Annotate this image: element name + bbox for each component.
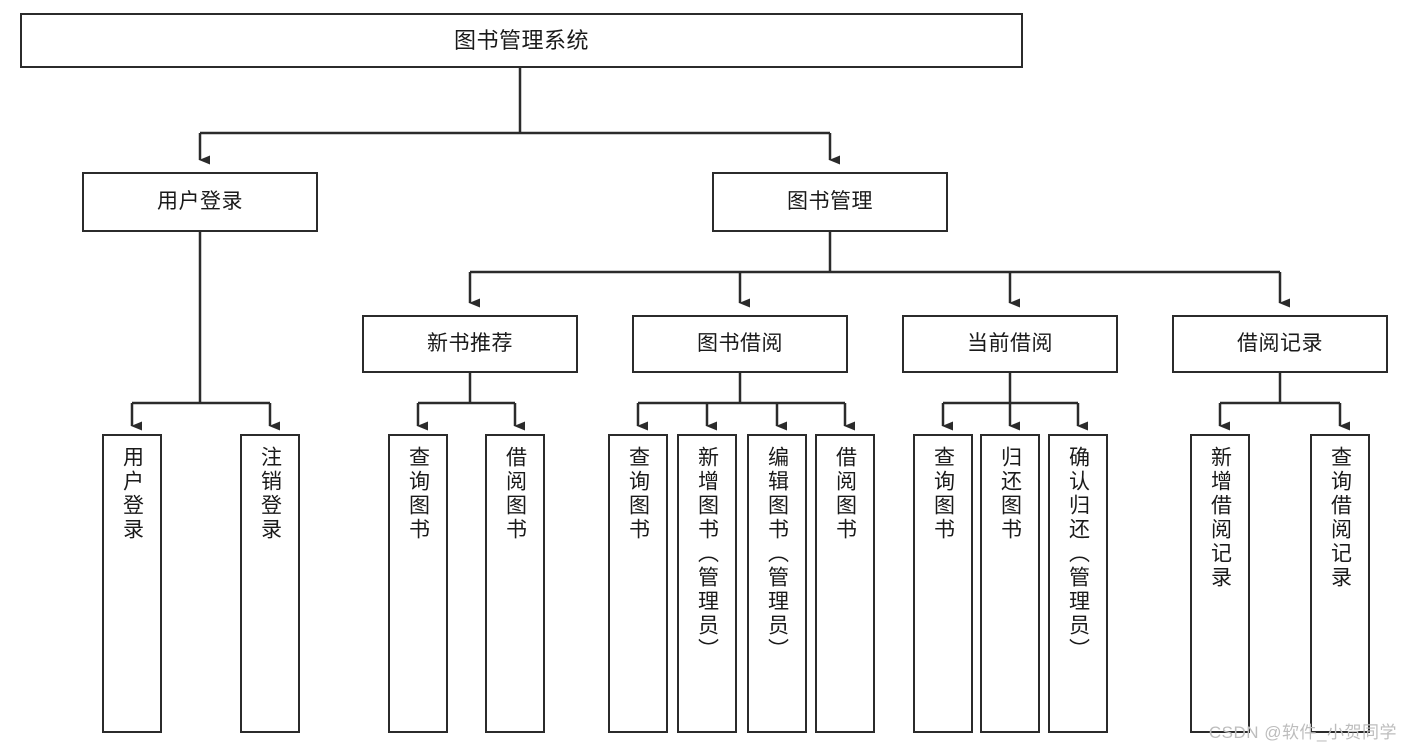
- node-label: 当前借阅: [967, 331, 1053, 355]
- csdn-watermark: CSDN @软件_小贺同学: [1208, 723, 1397, 742]
- node-leaf-edit-book[interactable]: 编辑图书（管理员）: [747, 434, 807, 733]
- node-label: 借阅记录: [1237, 331, 1323, 355]
- node-label: 确认归还（管理员）: [1066, 446, 1090, 662]
- node-label: 注销登录: [258, 446, 282, 542]
- node-leaf-query-book-1[interactable]: 查询图书: [388, 434, 448, 733]
- node-book-management[interactable]: 图书管理: [712, 172, 948, 232]
- node-leaf-query-record[interactable]: 查询借阅记录: [1310, 434, 1370, 733]
- node-user-login[interactable]: 用户登录: [82, 172, 318, 232]
- node-new-book-recommend[interactable]: 新书推荐: [362, 315, 578, 373]
- node-label: 查询图书: [406, 446, 430, 542]
- node-label: 借阅图书: [833, 446, 857, 542]
- node-label: 新增借阅记录: [1208, 446, 1232, 590]
- node-label: 查询图书: [931, 446, 955, 542]
- node-leaf-borrow-book-1[interactable]: 借阅图书: [485, 434, 545, 733]
- node-leaf-confirm-return[interactable]: 确认归还（管理员）: [1048, 434, 1108, 733]
- node-label: 图书借阅: [697, 331, 783, 355]
- node-label: 借阅图书: [503, 446, 527, 542]
- node-leaf-user-login[interactable]: 用户登录: [102, 434, 162, 733]
- node-leaf-logout-login[interactable]: 注销登录: [240, 434, 300, 733]
- node-label: 编辑图书（管理员）: [765, 446, 789, 662]
- node-leaf-query-book-2[interactable]: 查询图书: [608, 434, 668, 733]
- node-label: 新增图书（管理员）: [695, 446, 719, 662]
- node-book-borrow[interactable]: 图书借阅: [632, 315, 848, 373]
- node-label: 新书推荐: [427, 331, 513, 355]
- node-leaf-add-record[interactable]: 新增借阅记录: [1190, 434, 1250, 733]
- node-root-book-management-system[interactable]: 图书管理系统: [20, 13, 1023, 68]
- node-label: 查询图书: [626, 446, 650, 542]
- node-leaf-return-book[interactable]: 归还图书: [980, 434, 1040, 733]
- node-label: 图书管理系统: [453, 27, 589, 53]
- node-label: 归还图书: [998, 446, 1022, 542]
- node-leaf-query-book-3[interactable]: 查询图书: [913, 434, 973, 733]
- node-label: 查询借阅记录: [1328, 446, 1352, 590]
- node-leaf-add-book[interactable]: 新增图书（管理员）: [677, 434, 737, 733]
- node-label: 用户登录: [120, 446, 144, 542]
- node-leaf-borrow-book-2[interactable]: 借阅图书: [815, 434, 875, 733]
- node-label: 用户登录: [157, 189, 243, 213]
- node-borrow-record[interactable]: 借阅记录: [1172, 315, 1388, 373]
- node-label: 图书管理: [787, 189, 873, 213]
- node-current-borrow[interactable]: 当前借阅: [902, 315, 1118, 373]
